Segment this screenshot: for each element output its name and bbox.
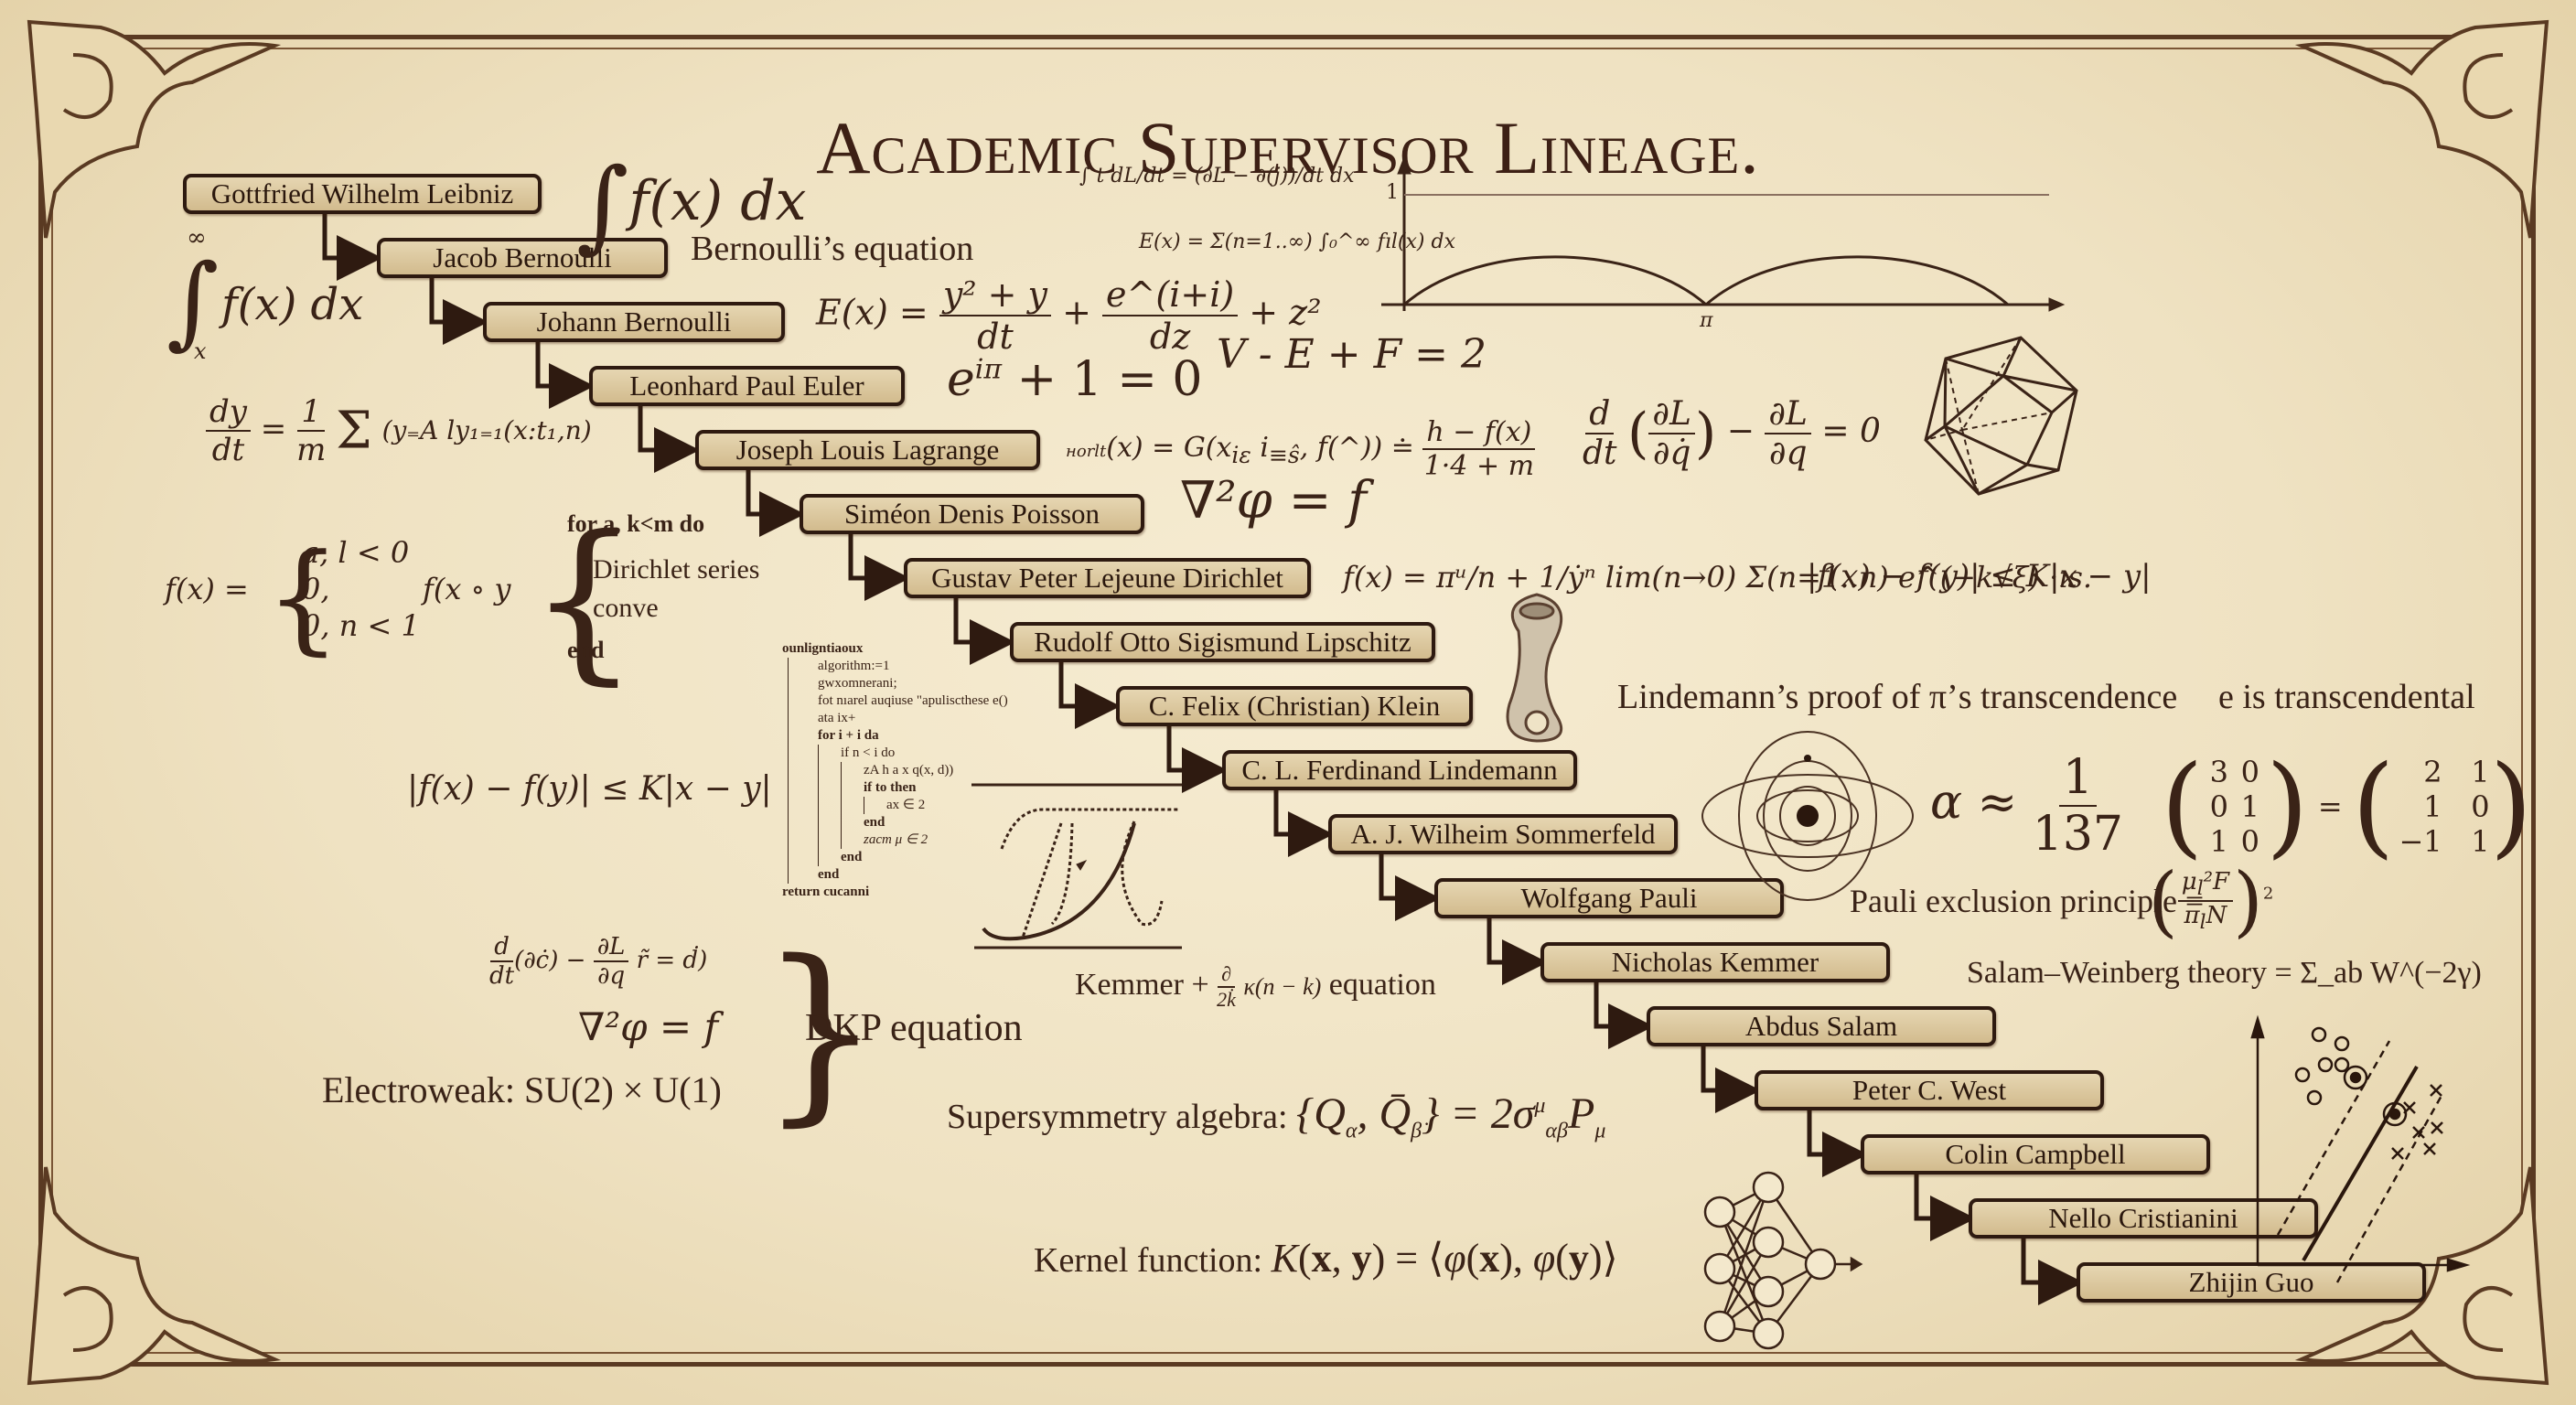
algo-brace: {	[529, 499, 639, 701]
pauli-exclusion-label: Pauli exclusion principle =	[1850, 883, 2205, 919]
small-integral-equation-2: E(x) = Σ(n=1..∞) ∫₀^∞ fıl(x) dx	[1139, 231, 1455, 253]
lineage-node-salam[interactable]: Abdus Salam	[1647, 1006, 1996, 1046]
poisson-equation: ∇²φ = f	[1180, 471, 1368, 531]
kernel-function: Kernel function: K(x, y) = ⟨φ(x), φ(y)⟩	[1034, 1236, 1618, 1281]
integral-top-equation: ∫f(x) dx	[576, 146, 807, 263]
lineage-node-lindemann[interactable]: C. L. Ferdinand Lindemann	[1222, 750, 1577, 790]
algo-line-dirichlet-series: Dirichlet series	[593, 554, 760, 585]
e-transcendental-label: e is transcendental	[2218, 678, 2475, 716]
lineage-node-lipschitz[interactable]: Rudolf Otto Sigismund Lipschitz	[1010, 622, 1435, 662]
outer-frame-border	[38, 35, 2536, 1367]
lineage-node-kemmer[interactable]: Nicholas Kemmer	[1540, 942, 1890, 982]
dkp-right-brace: }	[759, 919, 882, 1143]
lindemann-proof-label: Lindemann’s proof of π’s transcendence	[1617, 678, 2178, 716]
dkp-equation-label: DKP equation	[805, 1007, 1023, 1049]
lineage-node-sommerfeld[interactable]: A. J. Wilheim Sommerfeld	[1328, 814, 1678, 854]
algo-line-for: for a, k<m do	[567, 510, 705, 537]
euler-identity: eiπ + 1 = 0	[947, 352, 1203, 407]
lineage-node-west[interactable]: Peter C. West	[1755, 1070, 2104, 1110]
lineage-node-johann-bernoulli[interactable]: Johann Bernoulli	[483, 302, 785, 342]
lineage-node-cristianini[interactable]: Nello Cristianini	[1969, 1198, 2318, 1239]
dkp-line-3: Electroweak: SU(2) × U(1)	[322, 1069, 722, 1110]
lineage-node-leibniz[interactable]: Gottfried Wilhelm Leibniz	[183, 174, 542, 214]
lineage-node-jacob-bernoulli[interactable]: Jacob Bernoulli	[377, 238, 668, 278]
lineage-node-euler[interactable]: Leonhard Paul Euler	[589, 366, 905, 406]
lineage-node-campbell[interactable]: Colin Campbell	[1861, 1134, 2210, 1174]
lipschitz-condition-left: |f(x) − f(y)| ≤ K|x − y|	[407, 770, 772, 808]
lipschitz-condition-right: |f(x) − f(y)| ≤ K|x − y|	[1807, 558, 2152, 595]
algo-line-end: end	[567, 637, 605, 663]
small-integral-equation-1: ∫ t dL/dt = (∂L − ∂(j))/dt dx	[1079, 165, 1355, 188]
dirichlet-series-equation: f(x) = πᵘ/n + 1/ẏⁿ lim(n→0) Σ(n=1..n) e^…	[1343, 560, 2093, 595]
lagrange-g-equation: ноrlt(x) = G(xiε i≡ŝ, f(^)) ≐ h − f(x)1·…	[1066, 416, 1536, 482]
fxy-expression: f(x ∘ y	[423, 572, 511, 606]
supersymmetry-algebra: Supersymmetry algebra: {Qα, Q̄β̇} = 2σμα…	[947, 1089, 1606, 1143]
graph-x-tick: π	[1700, 309, 1713, 332]
lineage-node-poisson[interactable]: Siméon Denis Poisson	[800, 494, 1144, 534]
euler-polyhedron-formula: V - E + F = 2	[1217, 331, 1487, 378]
page-title: Academic Supervisor Lineage.	[816, 105, 1760, 189]
algo-line-conve: conve	[593, 593, 659, 623]
lineage-node-guo[interactable]: Zhijin Guo	[2077, 1262, 2426, 1303]
lineage-node-dirichlet[interactable]: Gustav Peter Lejeune Dirichlet	[904, 558, 1311, 598]
graph-y-tick: 1	[1386, 181, 1399, 204]
kemmer-equation: Kemmer + ∂2k̇ κ(n − k) equation	[1075, 962, 1436, 1011]
salam-weinberg-label: Salam–Weinberg theory = Σ_ab W^(−2γ)	[1967, 956, 2482, 990]
lineage-node-pauli[interactable]: Wolfgang Pauli	[1434, 878, 1784, 918]
bernoulli-equation-label: Bernoulli’s equation	[691, 230, 974, 268]
inner-frame-border	[51, 48, 2523, 1354]
pseudocode-block: ounligntiaoux algorithm:=1 gwxomnerani; …	[782, 641, 1008, 899]
dkp-line-2: ∇²φ = f	[578, 1004, 719, 1049]
lineage-node-lagrange[interactable]: Joseph Louis Lagrange	[695, 430, 1040, 470]
lineage-node-klein[interactable]: C. Felix (Christian) Klein	[1116, 686, 1473, 726]
